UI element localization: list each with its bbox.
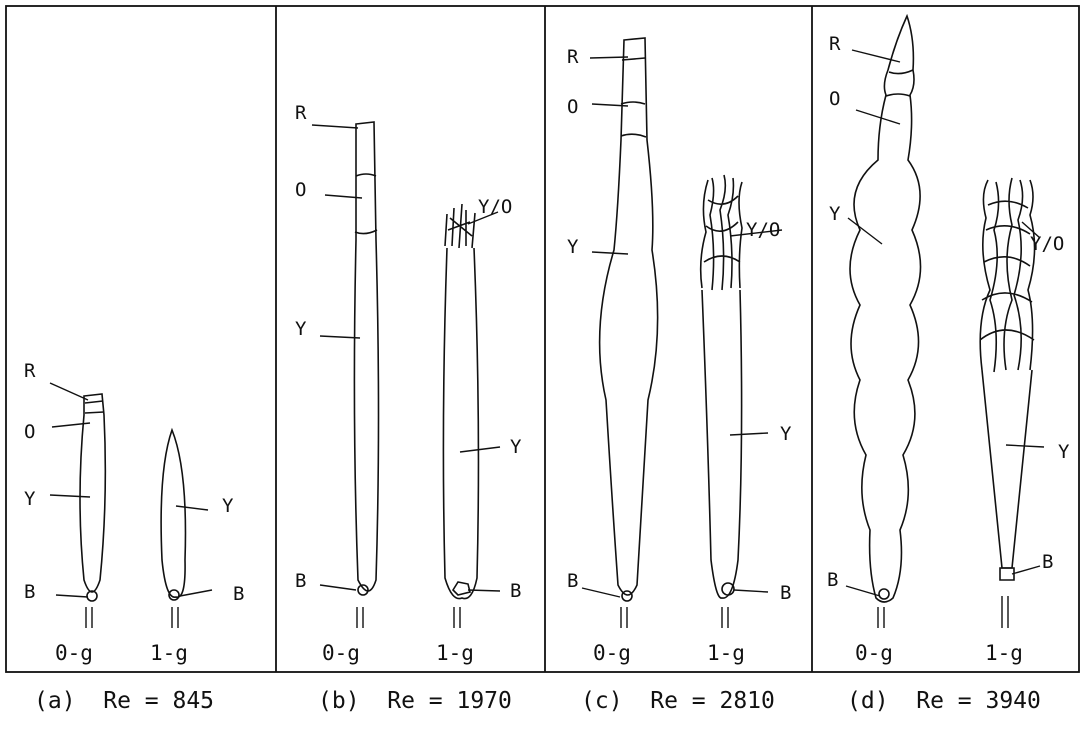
- flame-1g-a: Y B: [160, 427, 244, 628]
- zone-label: O: [829, 88, 840, 110]
- label-0g: 0-g: [322, 641, 360, 665]
- zone-label: Y: [1058, 441, 1070, 463]
- figure-frame: [5, 5, 1080, 673]
- panel-caption-d: (d) Re = 3940: [847, 688, 1041, 714]
- zone-label: B: [233, 583, 244, 605]
- zone-label: Y: [567, 236, 579, 258]
- zone-label: Y: [222, 495, 234, 517]
- zone-label: Y: [780, 423, 792, 445]
- label-0g: 0-g: [55, 641, 93, 665]
- zone-label: O: [567, 96, 578, 118]
- panel-caption-b: (b) Re = 1970: [318, 688, 512, 714]
- zone-label: Y/O: [478, 196, 512, 218]
- panel-caption-c: (c) Re = 2810: [581, 688, 775, 714]
- panel-c: R O Y B Y/O Y B 0-g 1-g: [567, 37, 792, 665]
- zone-label: R: [567, 46, 579, 68]
- panel-caption-a: (a) Re = 845: [34, 688, 215, 714]
- zone-label: O: [295, 179, 306, 201]
- label-0g: 0-g: [593, 641, 631, 665]
- zone-label: B: [1042, 551, 1053, 573]
- flame-0g-d: R O Y B: [827, 13, 922, 628]
- zone-label: Y: [510, 436, 522, 458]
- label-0g: 0-g: [855, 641, 893, 665]
- panel-b: R O Y B Y/O Y B 0-g 1-g: [295, 102, 522, 665]
- flame-1g-b: Y/O Y B: [442, 196, 522, 628]
- zone-label: R: [295, 102, 307, 124]
- label-1g: 1-g: [707, 641, 745, 665]
- zone-label: Y/O: [1030, 233, 1064, 255]
- zone-label: B: [780, 582, 791, 604]
- label-1g: 1-g: [436, 641, 474, 665]
- zone-label: B: [510, 580, 521, 602]
- flame-1g-c: Y/O Y B: [699, 174, 792, 628]
- zone-label: R: [829, 33, 841, 55]
- flame-0g-b: R O Y B: [295, 102, 380, 628]
- zone-label: R: [24, 360, 36, 382]
- zone-label: B: [295, 570, 306, 592]
- panel-a: R O Y B Y B 0-g 1-g: [24, 360, 244, 665]
- zone-label: Y: [295, 318, 307, 340]
- flame-0g-c: R O Y B: [567, 37, 659, 628]
- zone-label: B: [827, 569, 838, 591]
- flame-1g-d: Y/O Y B: [979, 177, 1070, 628]
- label-1g: 1-g: [150, 641, 188, 665]
- zone-label: B: [24, 581, 35, 603]
- flame-0g-a: R O Y B: [24, 360, 107, 628]
- zone-label: B: [567, 570, 578, 592]
- zone-label: Y: [24, 488, 36, 510]
- panel-d: R O Y B Y/O Y B 0-g 1-g: [827, 13, 1070, 665]
- zone-label: Y/O: [746, 219, 780, 241]
- label-1g: 1-g: [985, 641, 1023, 665]
- zone-label: Y: [829, 203, 841, 225]
- zone-label: O: [24, 421, 35, 443]
